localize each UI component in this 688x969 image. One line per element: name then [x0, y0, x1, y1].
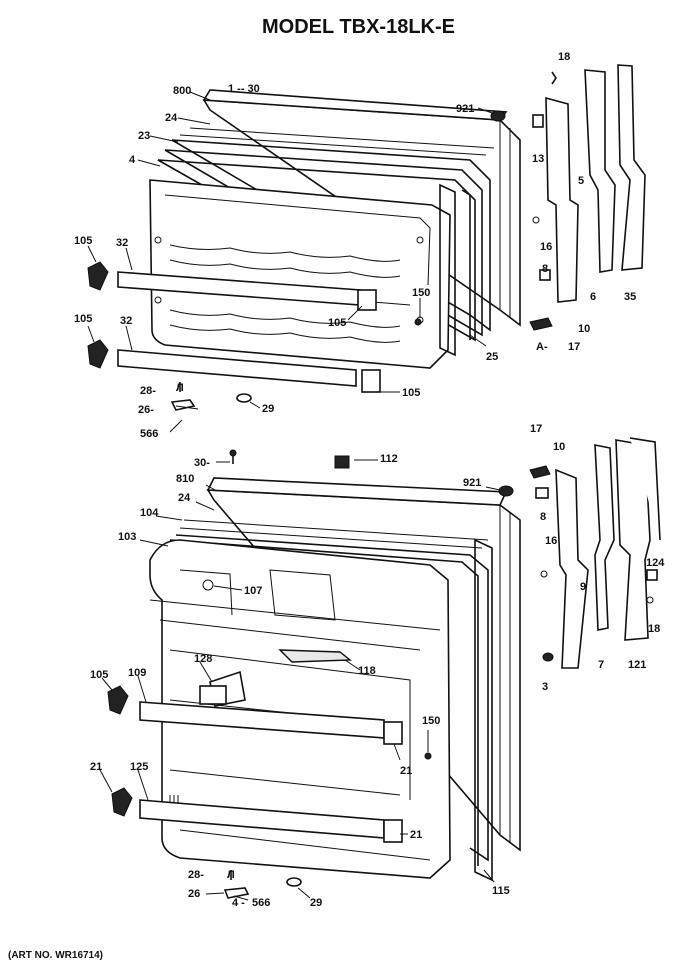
diagram-title: MODEL TBX-18LK-E [262, 16, 455, 38]
label-16-b: 16 [545, 535, 557, 547]
label-9: 9 [580, 581, 586, 593]
label-150: 150 [412, 287, 430, 299]
label-a-17: A- [536, 341, 548, 353]
label-124: 124 [646, 557, 665, 569]
lower-hinge-hardware [223, 870, 302, 899]
freezer-brackets [87, 261, 381, 393]
label-35: 35 [624, 291, 636, 303]
label-115: 115 [492, 885, 510, 897]
label-810: 810 [176, 473, 194, 485]
label-5: 5 [578, 175, 584, 187]
label-29-b: 29 [310, 897, 322, 909]
label-105: 105 [74, 235, 92, 247]
label-105-c: 105 [328, 317, 346, 329]
label-24-b: 24 [178, 492, 191, 504]
label-103: 103 [118, 531, 136, 543]
label-10: 10 [578, 323, 590, 335]
label-21-c: 21 [410, 829, 422, 841]
label-566-b: 566 [252, 897, 270, 909]
label-30: 30- [194, 457, 210, 469]
label-3: 3 [542, 681, 548, 693]
label-4: 4 [129, 154, 136, 166]
label-566-b-prefix: 4 - [232, 897, 245, 909]
label-121: 121 [628, 659, 646, 671]
label-104: 104 [140, 507, 159, 519]
label-8-b: 8 [540, 511, 546, 523]
label-16: 16 [540, 241, 552, 253]
label-29: 29 [262, 403, 274, 415]
freezer-inner-liner [149, 179, 451, 369]
label-150-b: 150 [422, 715, 440, 727]
label-18-b: 18 [648, 623, 660, 635]
label-1-30: 1 -- 30 [228, 83, 260, 95]
label-921-b: 921 [463, 477, 481, 489]
fresh-food-brackets [107, 685, 432, 843]
label-118: 118 [358, 665, 376, 677]
label-10-b: 10 [553, 441, 565, 453]
fresh-food-hinge-parts [229, 437, 661, 669]
label-107: 107 [244, 585, 262, 597]
label-28-b: 28- [188, 869, 204, 881]
fresh-food-door-assembly [149, 477, 521, 882]
label-21-a: 21 [90, 761, 102, 773]
label-32-b: 32 [120, 315, 132, 327]
label-105-b: 105 [74, 313, 92, 325]
label-109: 109 [128, 667, 146, 679]
label-23: 23 [138, 130, 150, 142]
label-26: 26- [138, 404, 154, 416]
part-number-labels: 18 800 1 -- 30 921 24 23 4 13 5 16 105 3… [74, 51, 665, 909]
label-7: 7 [598, 659, 604, 671]
label-18: 18 [558, 51, 570, 63]
label-24: 24 [165, 112, 178, 124]
label-105-d: 105 [402, 387, 420, 399]
label-28-b-part: Л [227, 869, 235, 881]
dairy-compartment [199, 649, 352, 707]
label-6: 6 [590, 291, 596, 303]
label-17: 17 [568, 341, 580, 353]
label-8: 8 [542, 263, 548, 275]
art-number: (ART NO. WR16714) [8, 950, 103, 961]
label-25: 25 [486, 351, 498, 363]
label-26-b: 26 [188, 888, 200, 900]
label-105-e: 105 [90, 669, 108, 681]
label-21: 21 [400, 765, 412, 777]
leader-lines [87, 91, 501, 901]
freezer-hinge-parts [414, 64, 646, 331]
fresh-food-inner-liner [149, 539, 451, 879]
upper-hinge-hardware [170, 382, 252, 411]
label-566: 566 [140, 428, 158, 440]
label-17-b: 17 [530, 423, 542, 435]
label-128: 128 [194, 653, 212, 665]
label-125: 125 [130, 761, 148, 773]
label-28: 28- [140, 385, 156, 397]
label-921: 921 [456, 103, 474, 115]
label-800: 800 [173, 85, 191, 97]
label-112: 112 [380, 453, 398, 465]
label-28-part: Л [176, 382, 184, 394]
label-32: 32 [116, 237, 128, 249]
label-13: 13 [532, 153, 544, 165]
freezer-door-assembly [149, 89, 521, 369]
